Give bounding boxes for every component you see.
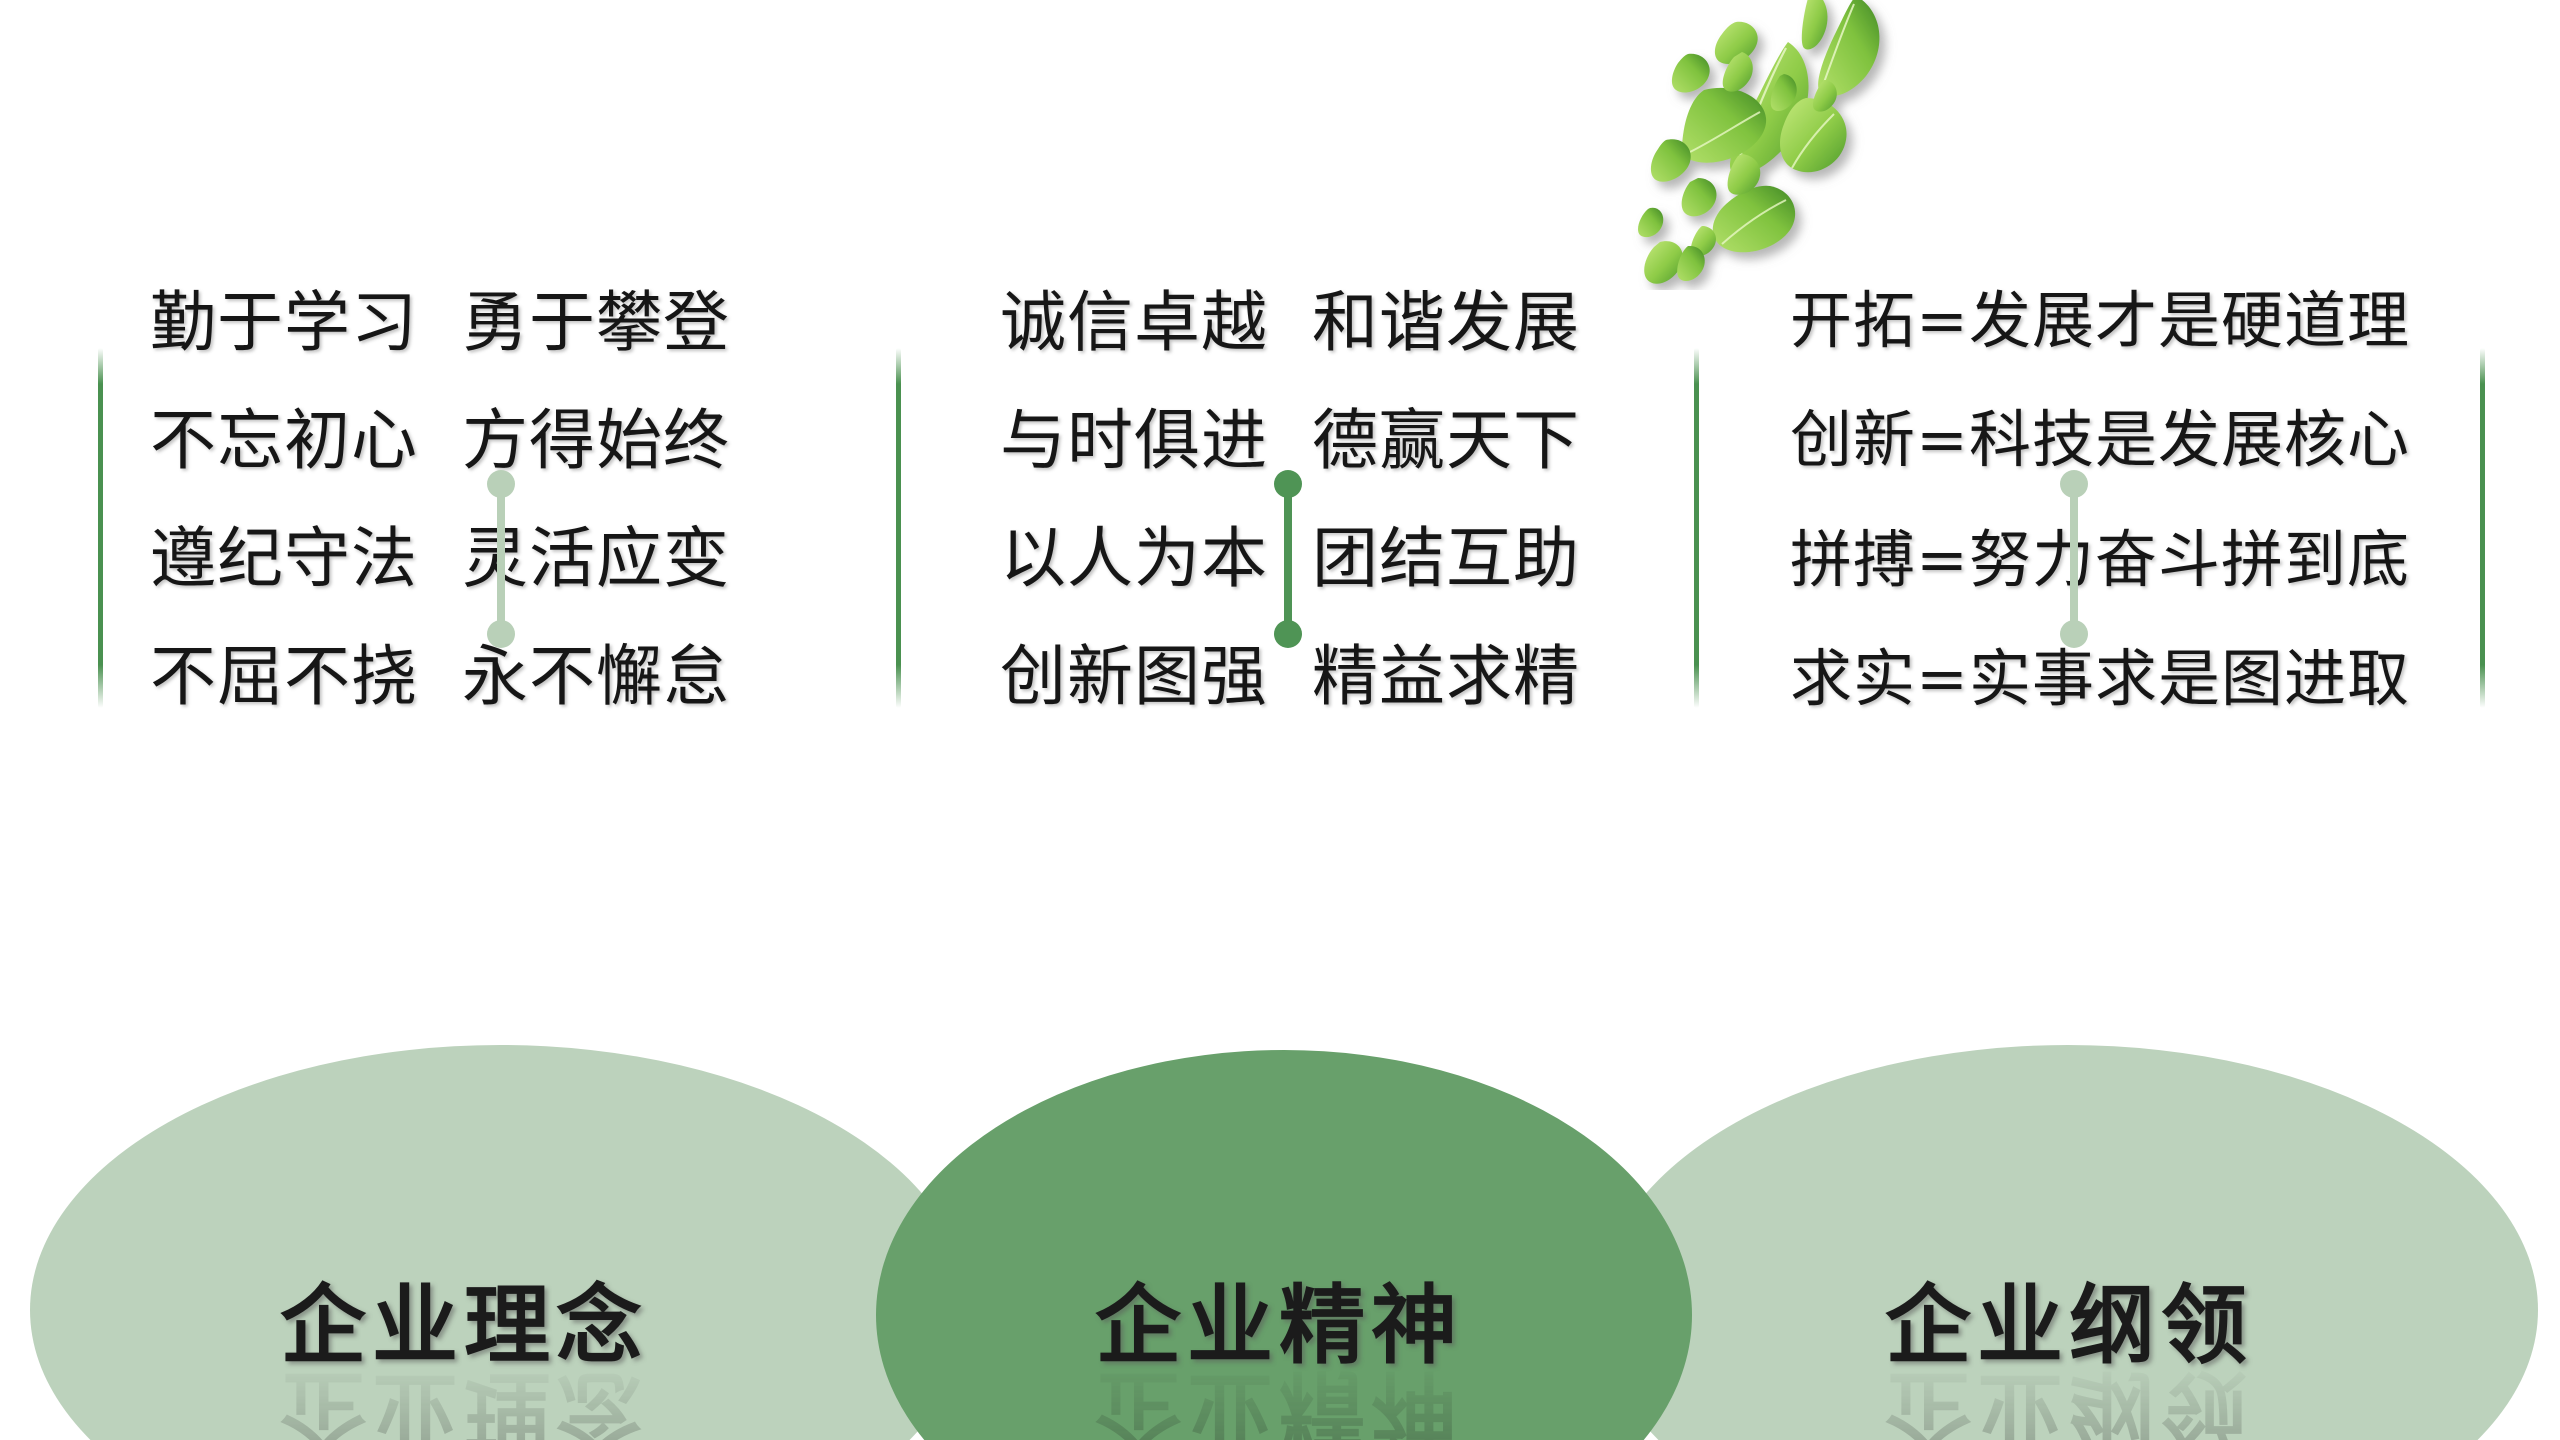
text-line: 创新图强 精益求精 bbox=[1000, 638, 1580, 715]
stem-knob-bottom bbox=[1274, 620, 1302, 648]
dome-program[interactable] bbox=[1598, 1045, 2538, 1440]
text-line: 与时俱进 德赢天下 bbox=[1000, 402, 1580, 479]
text-column-program: 开拓=发展才是硬道理 创新=科技是发展核心 拼搏=努力奋斗拼到底 求实=实事求是… bbox=[1790, 290, 2450, 710]
dome-philosophy[interactable] bbox=[30, 1045, 970, 1440]
text-line: 创新=科技是发展核心 bbox=[1790, 403, 2410, 477]
text-line: 求实=实事求是图进取 bbox=[1790, 641, 2410, 715]
stem-knob-bottom bbox=[487, 620, 515, 648]
dome-label-philosophy: 企业理念 bbox=[280, 1275, 648, 1376]
stem-bar bbox=[2070, 482, 2078, 636]
dome-spirit[interactable] bbox=[876, 1050, 1692, 1440]
text-line: 开拓=发展才是硬道理 bbox=[1790, 284, 2410, 357]
column-divider-mid-2 bbox=[1694, 348, 1699, 708]
column-divider-right bbox=[2480, 348, 2485, 708]
stem-bar bbox=[1284, 482, 1292, 636]
text-line: 遵纪守法 灵活应变 bbox=[150, 520, 730, 597]
text-line: 诚信卓越 和谐发展 bbox=[1000, 284, 1580, 361]
dome-label-spirit: 企业精神 bbox=[1095, 1275, 1463, 1376]
text-line: 以人为本 团结互助 bbox=[1000, 520, 1580, 597]
text-line: 勤于学习 勇于攀登 bbox=[150, 284, 730, 361]
dome-label-program: 企业纲领 bbox=[1885, 1275, 2253, 1376]
text-line: 拼搏=努力奋斗拼到底 bbox=[1790, 522, 2410, 596]
text-line: 不屈不挠 永不懈怠 bbox=[150, 638, 730, 715]
column-divider-left bbox=[98, 348, 103, 708]
text-line: 不忘初心 方得始终 bbox=[150, 402, 730, 479]
stem-knob-bottom bbox=[2060, 620, 2088, 648]
column-divider-mid-1 bbox=[896, 348, 901, 708]
text-column-philosophy: 勤于学习 勇于攀登 不忘初心 方得始终 遵纪守法 灵活应变 不屈不挠 永不懈怠 bbox=[150, 290, 870, 710]
text-column-spirit: 诚信卓越 和谐发展 与时俱进 德赢天下 以人为本 团结互助 创新图强 精益求精 bbox=[1000, 290, 1720, 710]
stem-bar bbox=[497, 482, 505, 636]
